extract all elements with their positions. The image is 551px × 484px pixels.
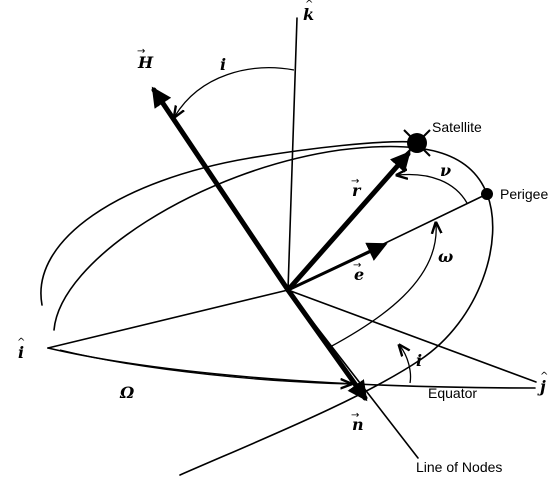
i-hat-mark: ^ [17,337,25,348]
n-vector-mark: → [351,410,359,421]
i-hat-label: i [18,343,24,362]
true-anomaly-label: ν [440,161,451,180]
i-axis [47,289,289,349]
e-vector-label: e [354,265,364,284]
inclination-arc-bottom [400,346,412,384]
k-hat-mark: ^ [305,0,313,10]
H-vector-label: H [137,53,154,72]
r-vector [285,151,411,293]
n-vector-label: n [352,415,364,434]
inclination-label-top: i [220,55,226,74]
raan-arc [59,349,350,384]
orbit-ellipse [53,145,494,476]
n-vector [285,287,368,402]
perigee-point [481,188,493,200]
raan-label: Ω [119,383,135,402]
perigee-label: Perigee [500,186,548,202]
H-vector-mark: → [137,46,145,57]
k-hat-label: k [303,5,314,24]
j-axis [287,289,537,383]
e-vector [286,242,388,292]
inclination-label-bottom: i [416,351,422,370]
equator-label: Equator [428,385,477,401]
satellite-icon [403,129,431,157]
j-hat-label: j [537,377,546,396]
inclination-arc-top [175,67,295,116]
satellite-label: Satellite [432,119,482,135]
line-of-nodes-label: Line of Nodes [416,459,502,475]
r-vector-label: r [352,181,362,200]
arg-perigee-label: ω [438,247,453,266]
omega-arc [329,224,436,348]
H-vector [151,86,291,293]
r-vector-mark: → [351,176,359,187]
k-axis [287,17,298,291]
orbit-back-arc [40,140,416,306]
j-hat-mark: ^ [540,371,548,382]
nu-arc [398,174,468,204]
e-vector-mark: → [353,260,361,271]
